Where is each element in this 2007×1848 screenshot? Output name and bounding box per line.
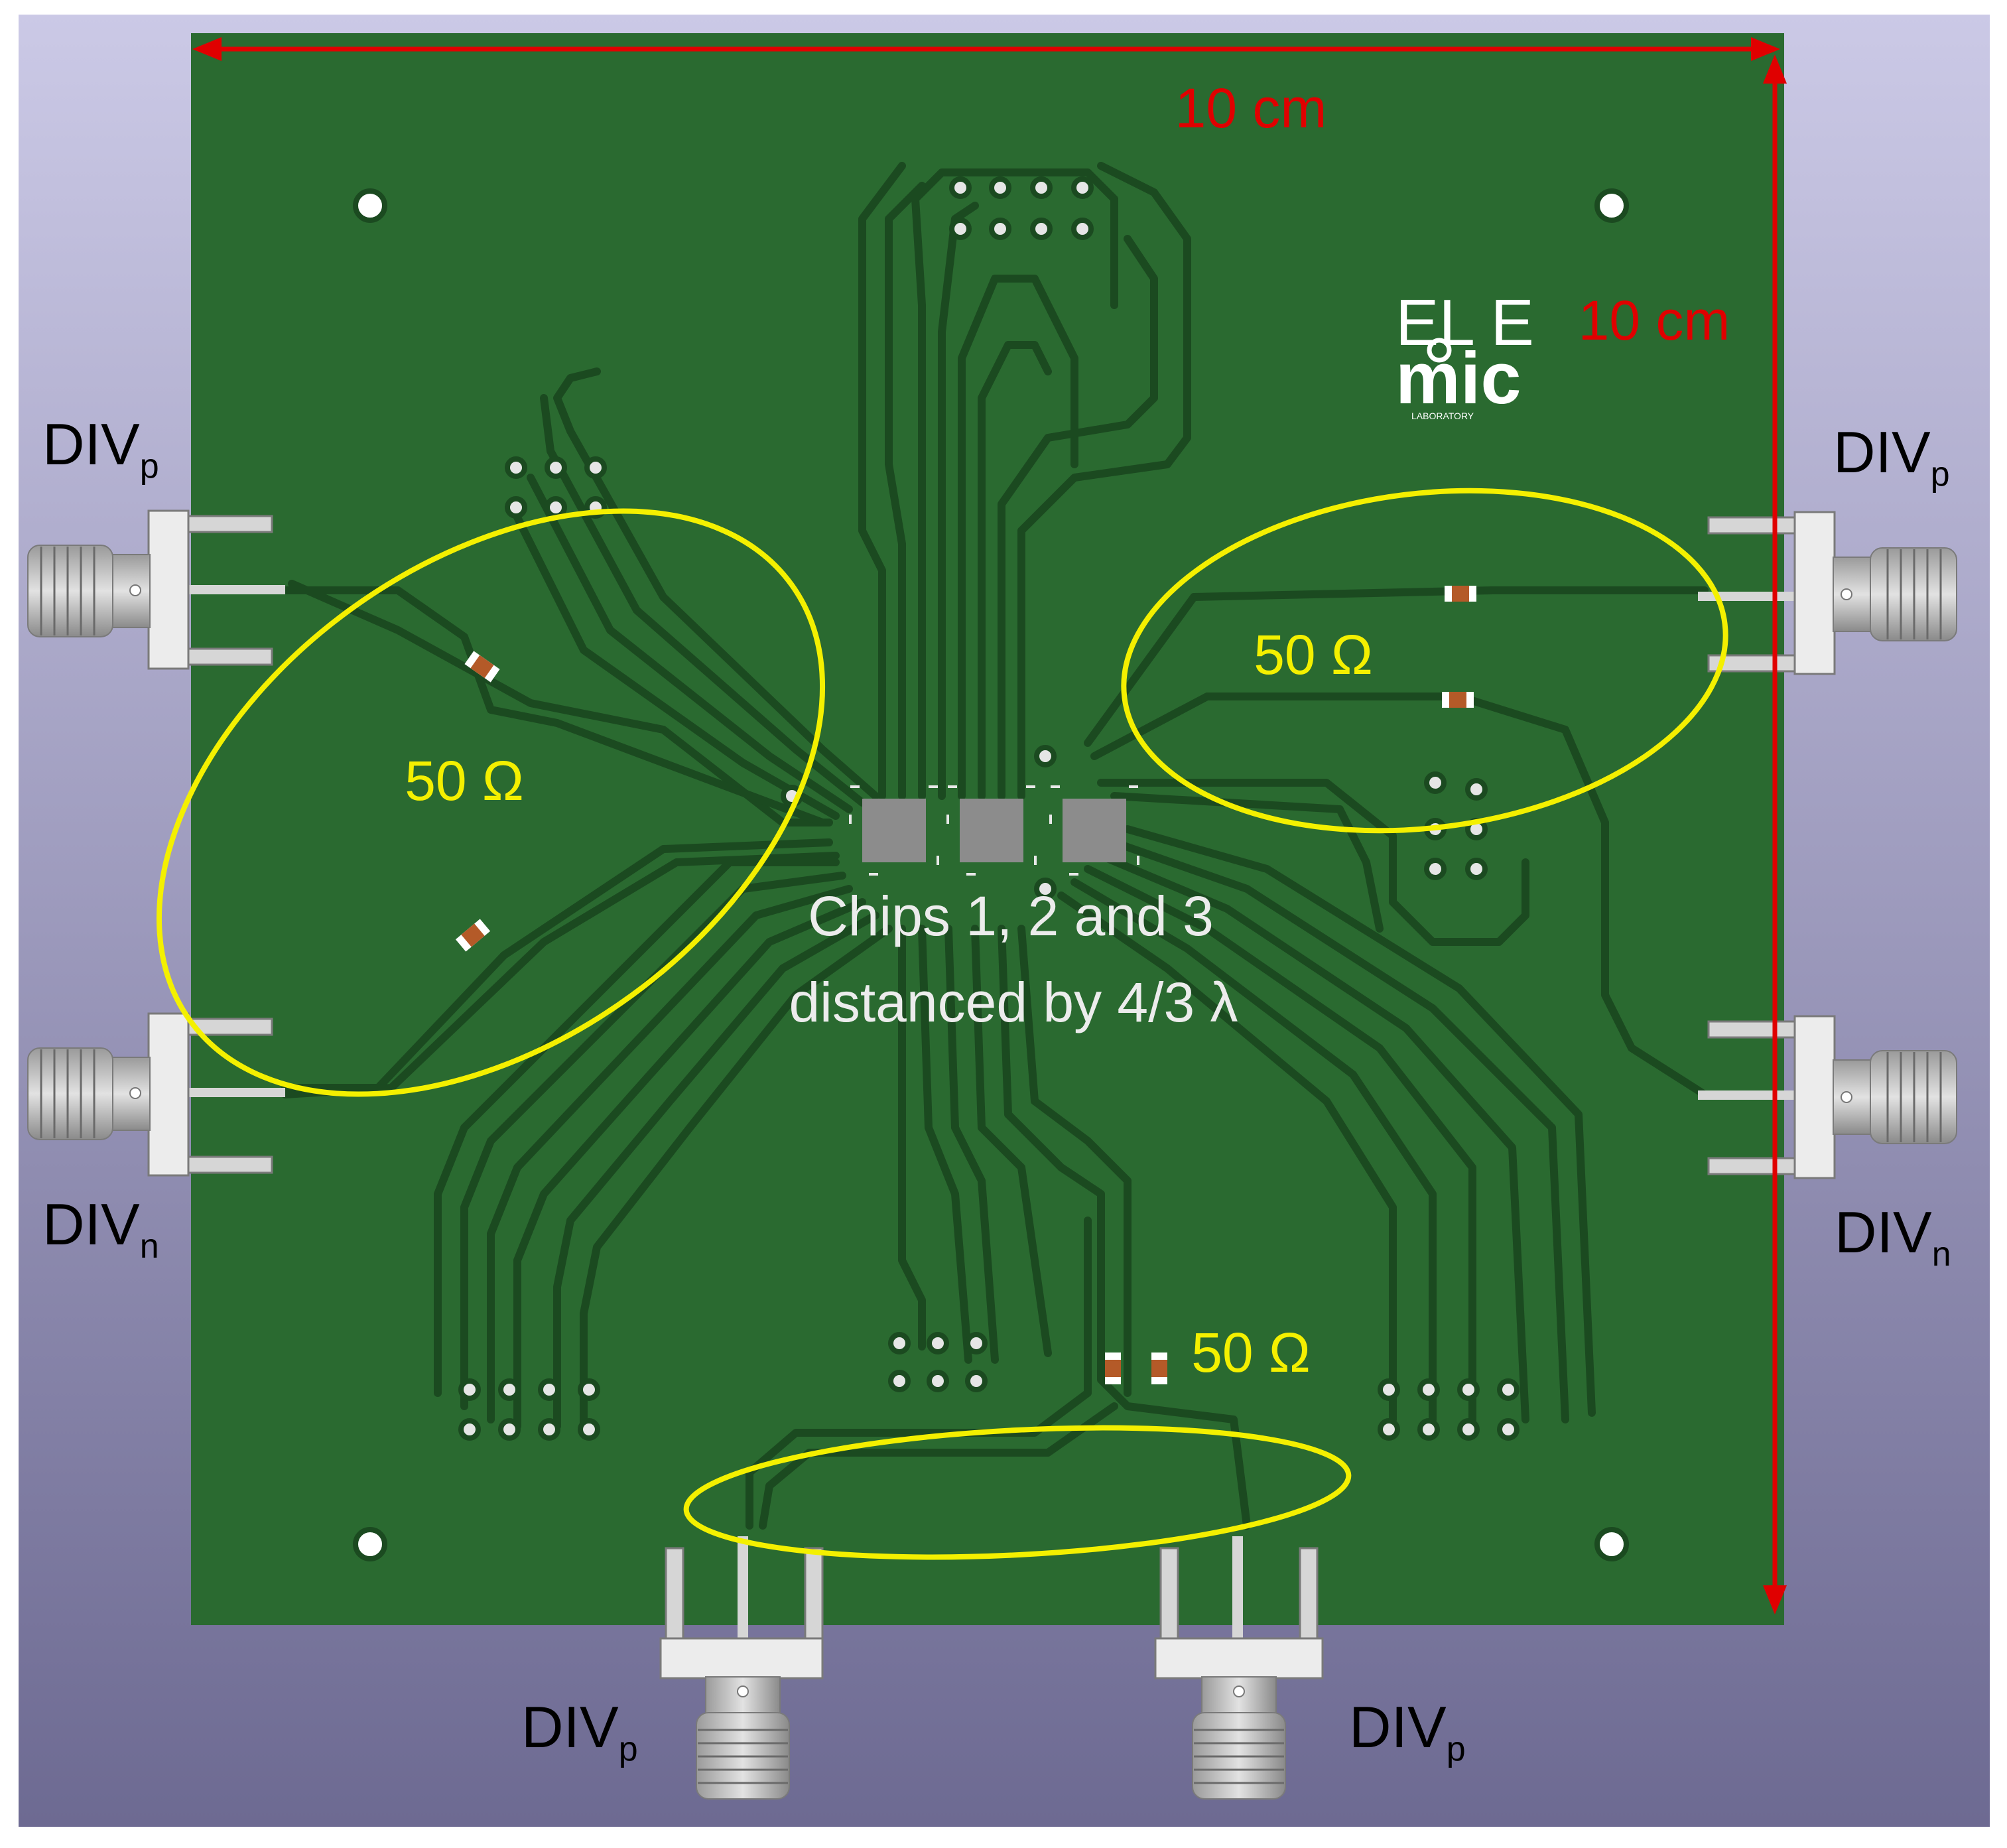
vias	[458, 176, 1520, 1441]
sma-connector-right-top	[1698, 511, 1957, 675]
port-label-right-bottom: DIVn	[1835, 1199, 1951, 1274]
resistors	[455, 586, 1476, 1384]
impedance-label-left: 50 Ω	[405, 750, 524, 812]
port-label-right-top: DIVp	[1833, 419, 1950, 494]
chip-2	[960, 799, 1023, 862]
logo-text-bottom: LABORATORY	[1411, 411, 1474, 421]
mounting-holes	[353, 188, 1629, 1561]
chips-caption-line1: Chips 1, 2 and 3	[808, 885, 1214, 947]
dimension-height-label: 10 cm	[1579, 289, 1730, 352]
port-label-bottom-left: DIVp	[521, 1694, 638, 1768]
sma-connector-bottom-left	[659, 1536, 824, 1800]
impedance-highlights	[156, 488, 1728, 1560]
port-label-bottom-right: DIVp	[1349, 1694, 1466, 1768]
logo-text-top: EL E	[1395, 286, 1534, 359]
dimension-width-label: 10 cm	[1175, 77, 1327, 139]
pcb-traces	[281, 162, 1709, 1530]
chips-caption-line2: distanced by 4/3 λ	[789, 971, 1238, 1033]
dimension-width: 10 cm	[192, 37, 1780, 139]
port-label-left-bottom: DIVn	[42, 1191, 159, 1266]
port-label-left-top: DIVp	[42, 411, 159, 486]
highlight-ellipse-left	[156, 508, 826, 1097]
highlight-ellipse-right	[1121, 488, 1728, 834]
logo-text-middle: mic	[1395, 338, 1521, 419]
sma-connector-left-bottom	[27, 1012, 285, 1177]
chip-3	[1063, 799, 1126, 862]
chips	[849, 785, 1139, 876]
elemic-logo: EL E mic LABORATORY	[1395, 286, 1534, 421]
chip-1	[862, 799, 926, 862]
impedance-label-right: 50 Ω	[1254, 624, 1373, 686]
impedance-label-bottom: 50 Ω	[1191, 1321, 1311, 1384]
highlight-ellipse-bottom	[683, 1425, 1352, 1560]
sma-connector-left-top	[27, 509, 285, 670]
sma-connector-bottom-right	[1154, 1536, 1324, 1800]
sma-connector-right-bottom	[1698, 1015, 1957, 1179]
dimension-height: 10 cm	[1579, 54, 1787, 1615]
